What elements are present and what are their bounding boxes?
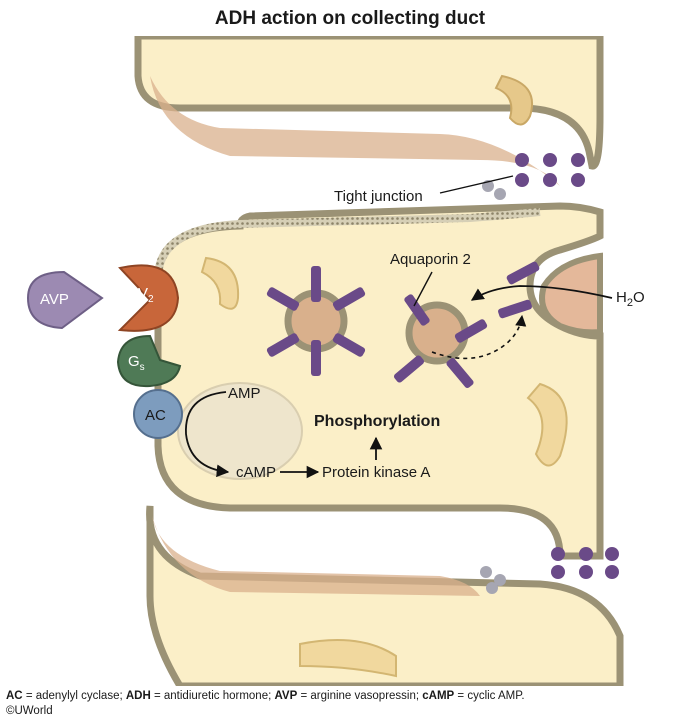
legend-text-ac: = adenylyl cyclase; [22,690,126,702]
legend: AC = adenylyl cyclase; ADH = antidiureti… [6,689,696,719]
camp-label: cAMP [236,464,276,481]
lower-cell-shadow [152,516,480,596]
mitochondrion-lower [299,639,397,678]
legend-text-avp: = arginine vasopressin; [297,690,423,702]
ac-label: AC [145,407,166,424]
diagram-title: ADH action on collecting duct [214,8,486,29]
aquaporin-pointer [413,271,433,307]
tight-junction-upper [515,153,585,187]
water-label: H2O [616,289,645,309]
tight-junction-pointer [439,175,514,194]
avp-ligand [26,270,104,330]
aquaporin-label: Aquaporin 2 [390,251,471,268]
gs-label: Gs [128,353,145,373]
vesicle-right [393,294,488,389]
legend-abbr-camp: cAMP [422,690,455,702]
lower-cell [146,505,624,686]
pka-label: Protein kinase A [322,464,430,481]
legend-abbr-avp: AVP [274,690,298,702]
aquaporin-apical [498,261,540,319]
v2-receptor [117,264,180,332]
abbreviation-list: AC = adenylyl cyclase; ADH = antidiureti… [6,689,696,704]
vesicle-left [266,266,366,376]
upper-cell-shadow [150,76,560,186]
amp-label: AMP [228,385,261,402]
avp-label: AVP [40,291,69,308]
adh-diagram: Tight junction Aquaporin 2 H2O [26,36,645,686]
copyright: ©UWorld [6,705,53,717]
legend-abbr-adh: ADH [125,690,151,702]
amp-to-camp-arrow [185,391,230,478]
ac-enzyme [133,389,183,439]
water-arrow [470,285,613,301]
phosphorylation-label: Phosphorylation [314,413,440,430]
lumen-pit [539,252,603,336]
v2-label: V2 [138,285,154,305]
mitochondrion-right [526,382,568,467]
tight-junction-label: Tight junction [334,188,423,205]
gs-protein [116,334,182,388]
legend-text-camp: = cyclic AMP. [454,690,525,702]
upper-mitochondrion [494,74,534,126]
main-cell-top-membrane [154,208,541,277]
nucleus [177,382,303,480]
legend-abbr-ac: AC [6,690,23,702]
legend-text-adh: = antidiuretic hormone; [150,690,275,702]
main-cell [154,202,604,560]
upper-cell [134,36,604,170]
mitochondrion-left [200,256,240,310]
tight-junction-lower [551,547,619,579]
